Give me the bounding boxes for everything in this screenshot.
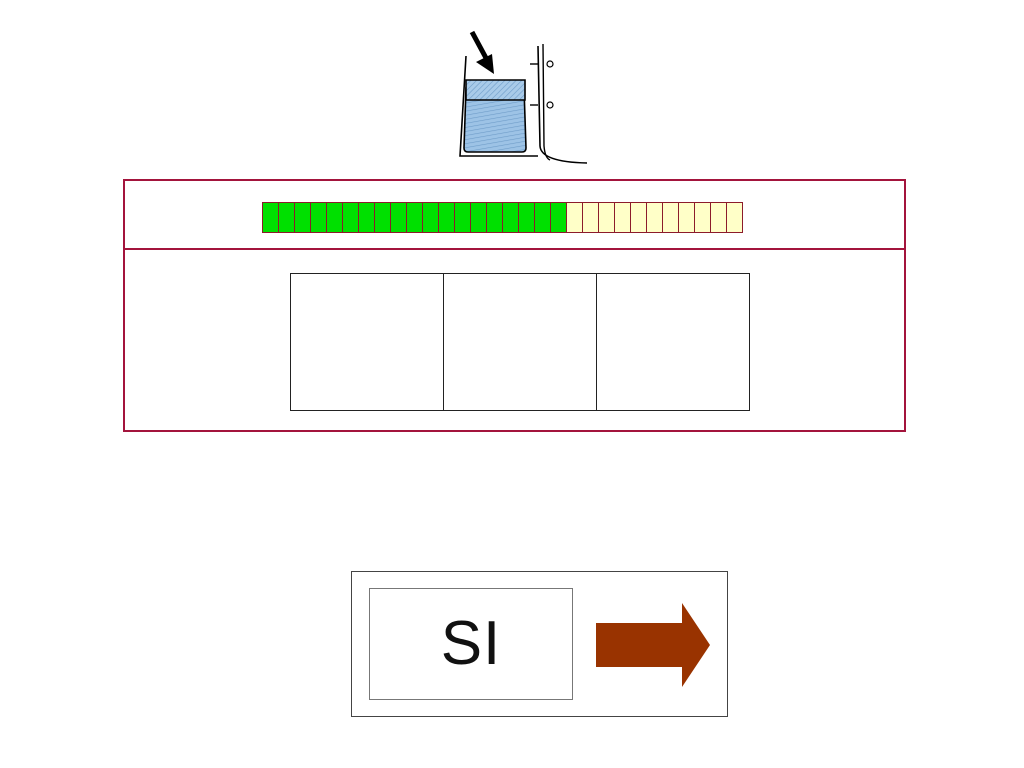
panel-divider [125, 248, 904, 250]
progress-segment-complete [406, 202, 423, 233]
progress-segment-complete [358, 202, 375, 233]
progress-segment-remaining [630, 202, 647, 233]
progress-segment-complete [342, 202, 359, 233]
answer-box-1[interactable] [290, 273, 444, 411]
answer-box-2[interactable] [443, 273, 597, 411]
progress-segment-complete [422, 202, 439, 233]
word-text: SI [440, 609, 502, 678]
progress-segment-remaining [726, 202, 743, 233]
progress-segment-complete [502, 202, 519, 233]
pocket-with-arrow-icon [440, 26, 600, 170]
word-card: SI [351, 571, 728, 717]
progress-segment-complete [438, 202, 455, 233]
progress-segment-complete [534, 202, 551, 233]
progress-segment-remaining [662, 202, 679, 233]
progress-segment-remaining [694, 202, 711, 233]
activity-panel [123, 179, 906, 432]
progress-segment-complete [390, 202, 407, 233]
answer-boxes [290, 273, 752, 411]
progress-segment-complete [518, 202, 535, 233]
progress-segment-complete [310, 202, 327, 233]
right-arrow-icon[interactable] [594, 601, 712, 689]
answer-box-3[interactable] [596, 273, 750, 411]
progress-segment-complete [294, 202, 311, 233]
progress-segment-remaining [614, 202, 631, 233]
progress-segment-complete [486, 202, 503, 233]
progress-segment-complete [262, 202, 279, 233]
progress-bar [262, 202, 743, 233]
progress-segment-complete [550, 202, 567, 233]
progress-segment-remaining [710, 202, 727, 233]
progress-segment-complete [278, 202, 295, 233]
progress-segment-complete [454, 202, 471, 233]
progress-segment-remaining [582, 202, 599, 233]
progress-segment-complete [326, 202, 343, 233]
progress-segment-remaining [598, 202, 615, 233]
progress-segment-complete [374, 202, 391, 233]
progress-segment-remaining [566, 202, 583, 233]
progress-segment-complete [470, 202, 487, 233]
word-label-box: SI [369, 588, 573, 700]
progress-segment-remaining [678, 202, 695, 233]
progress-segment-remaining [646, 202, 663, 233]
